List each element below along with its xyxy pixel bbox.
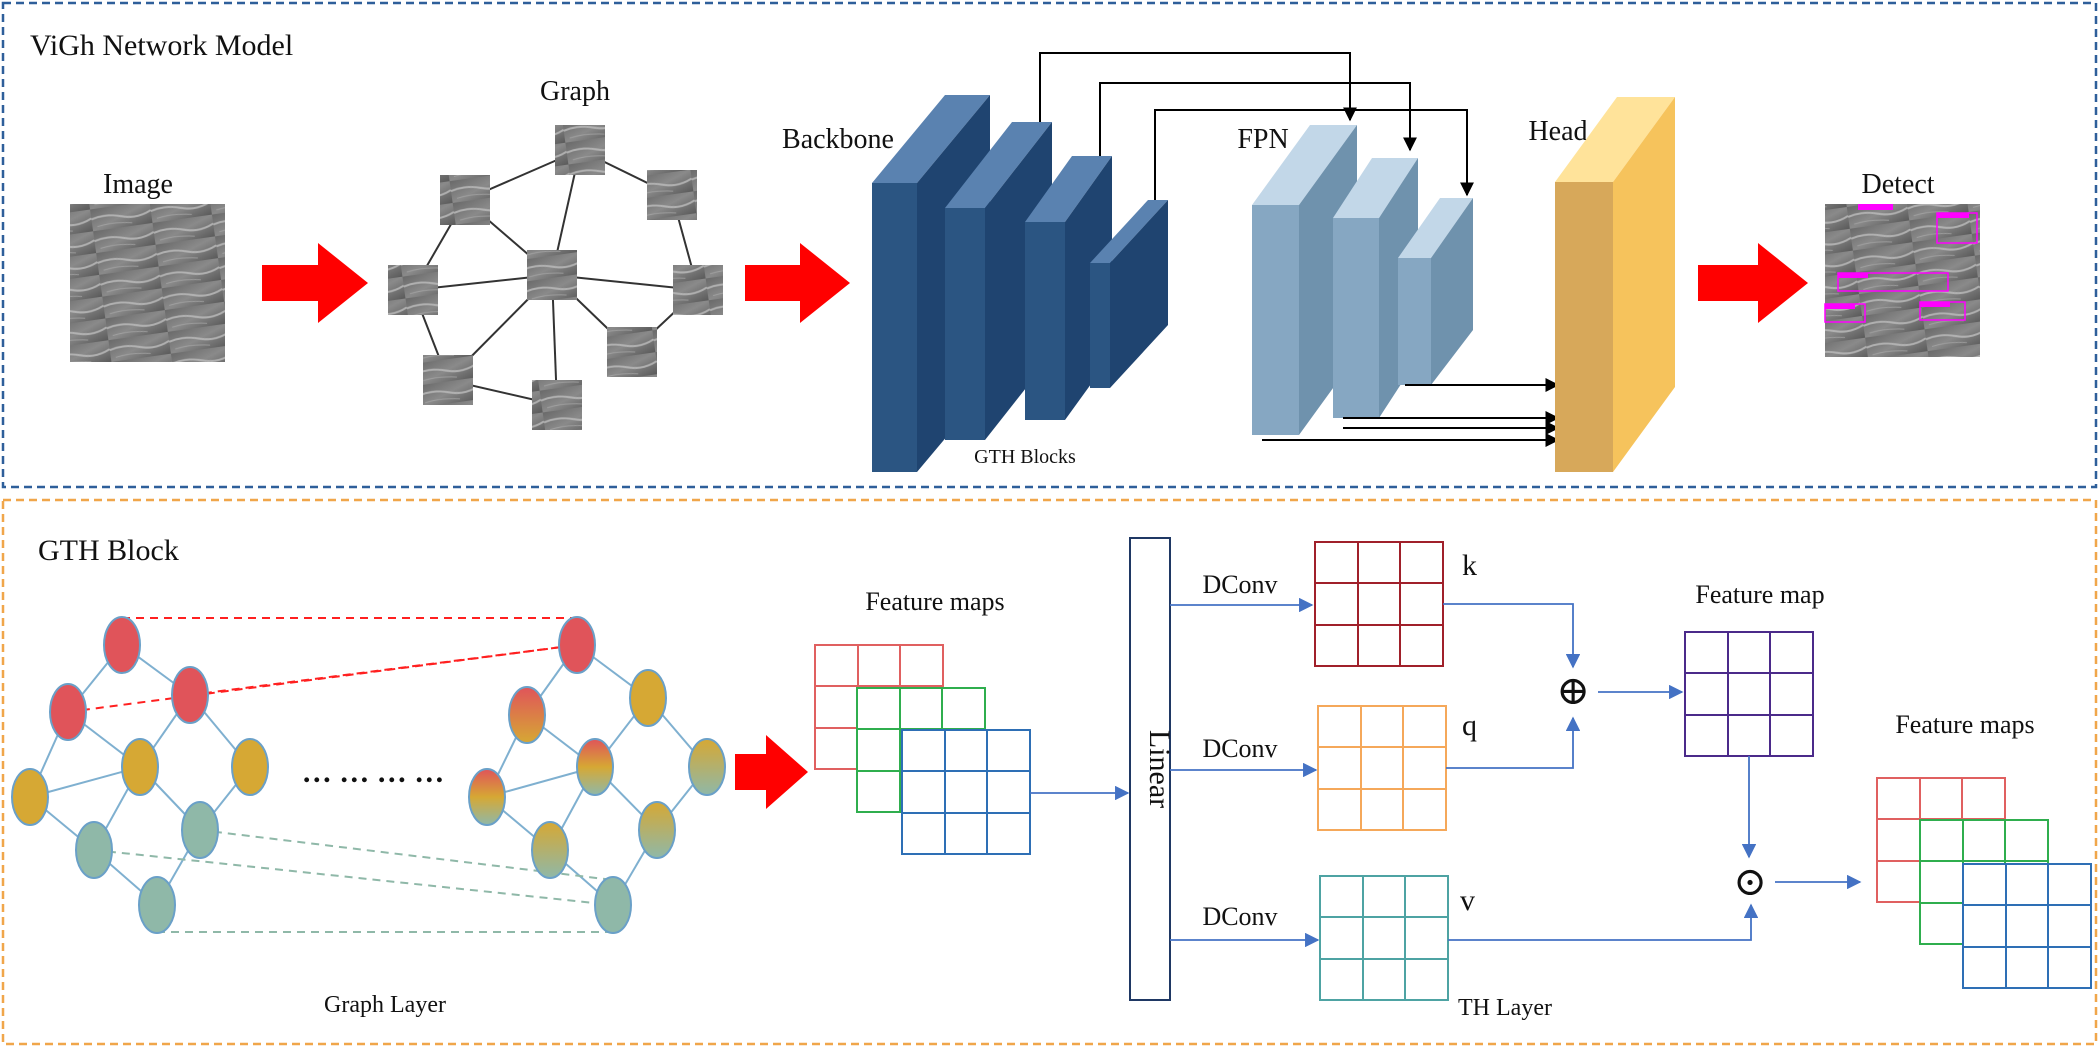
- graph-node: [388, 265, 438, 315]
- linear-label: Linear: [1143, 730, 1176, 808]
- fpn-label: FPN: [1237, 124, 1288, 155]
- gth-blocks-label: GTH Blocks: [974, 446, 1076, 468]
- to-dot-arrows: [1448, 756, 1759, 941]
- backbone-blocks: [872, 95, 1168, 472]
- feature-maps-in-label: Feature maps: [865, 587, 1004, 616]
- graph-node-red: [558, 616, 596, 674]
- graph-layer-left-nodes: [11, 616, 269, 934]
- detect-image: [1824, 204, 1980, 357]
- top-panel-title: ViGh Network Model: [30, 29, 293, 62]
- graph-node-gold: [11, 768, 49, 826]
- graph-node: [607, 327, 657, 377]
- graph-node-mixed: [508, 686, 546, 744]
- graph-layer-label: Graph Layer: [324, 992, 446, 1018]
- graph-node-gold: [629, 669, 667, 727]
- feature-maps-out-label: Feature maps: [1895, 710, 2034, 739]
- plus-operator: ⊕: [1556, 668, 1590, 713]
- dconv-k-label: DConv: [1202, 570, 1277, 599]
- big-arrow-3: [1698, 243, 1808, 323]
- bottom-panel-border: [1, 498, 2098, 1046]
- graph-layer-ellipsis: … … … …: [302, 756, 445, 789]
- graph-layer-dashed-edges: [67, 617, 614, 933]
- dconv-v-label: DConv: [1202, 902, 1277, 931]
- graph-node-gold: [121, 738, 159, 796]
- graph-node: [423, 355, 473, 405]
- graph-nodes: [388, 125, 723, 430]
- graph-node-teal: [594, 876, 632, 934]
- image-label: Image: [103, 169, 173, 200]
- head-label: Head: [1528, 116, 1587, 147]
- q-grid: [1317, 705, 1447, 831]
- graph-node-teal: [138, 876, 176, 934]
- graph-node: [527, 250, 577, 300]
- graph-node-gold: [231, 738, 269, 796]
- feature-maps-out: [1876, 777, 2092, 989]
- bottom-panel-title: GTH Block: [38, 534, 179, 567]
- v-label: v: [1460, 884, 1475, 917]
- graph-node-mixed: [688, 738, 726, 796]
- fpn-to-head-arrows: [1262, 378, 1560, 447]
- graph-node: [440, 175, 490, 225]
- graph-node: [555, 125, 605, 175]
- graph-layer-right-nodes: [468, 616, 726, 934]
- graph-node: [532, 380, 582, 430]
- detect-label: Detect: [1861, 169, 1934, 200]
- graph-node-mixed: [638, 801, 676, 859]
- kq-to-plus-arrows: [1443, 603, 1581, 769]
- graph-node-red: [103, 616, 141, 674]
- backbone-label: Backbone: [782, 124, 894, 155]
- feature-maps-in: [814, 644, 1031, 855]
- graph-node-teal: [75, 821, 113, 879]
- fpn-blocks: [1252, 125, 1473, 435]
- dot-operator: ⊙: [1733, 859, 1767, 904]
- big-arrow-2: [745, 243, 850, 323]
- q-label: q: [1462, 709, 1477, 742]
- big-arrow-1: [262, 243, 368, 323]
- input-image: [70, 204, 225, 362]
- feature-map-label: Feature map: [1695, 580, 1824, 609]
- head-block: [1555, 97, 1675, 472]
- skip-connections: [1039, 52, 1474, 200]
- k-label: k: [1462, 549, 1477, 582]
- big-arrow-4: [735, 735, 808, 809]
- graph-node-red: [49, 683, 87, 741]
- graph-label: Graph: [540, 76, 610, 107]
- graph-node-mixed: [531, 821, 569, 879]
- graph-node: [647, 170, 697, 220]
- graph-node-mixed: [576, 738, 614, 796]
- linear-to-dconv-arrows: [1170, 597, 1320, 948]
- top-panel-border: [1, 1, 2098, 489]
- graph-node: [673, 265, 723, 315]
- dconv-q-label: DConv: [1202, 734, 1277, 763]
- th-layer-label: TH Layer: [1458, 995, 1552, 1021]
- graph-node-mixed: [468, 768, 506, 826]
- graph-node-red: [171, 666, 209, 724]
- k-grid: [1314, 541, 1444, 667]
- graph-node-teal: [181, 801, 219, 859]
- v-grid: [1319, 875, 1449, 1001]
- linear-box: [1129, 537, 1171, 1001]
- feature-map-grid: [1684, 631, 1814, 757]
